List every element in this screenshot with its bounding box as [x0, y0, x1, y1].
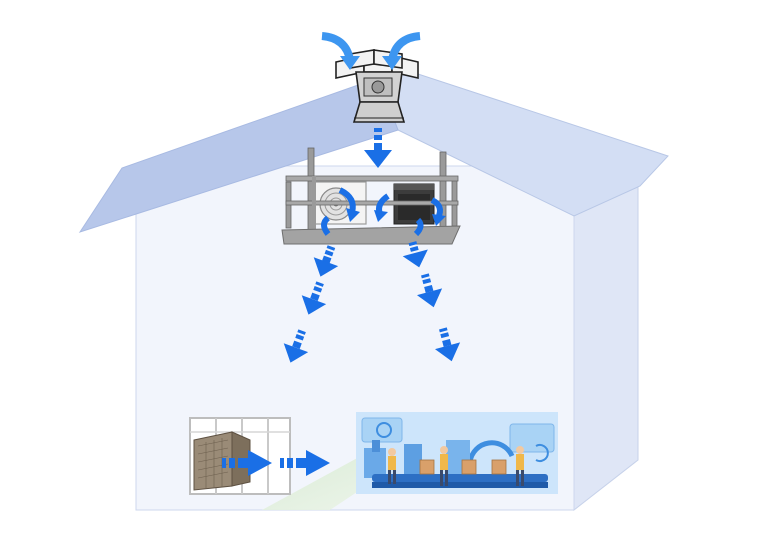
factory-scene: [356, 412, 558, 494]
evaporative-cooler-icon: [189, 417, 291, 495]
flow-arrow-down-main: [364, 128, 392, 168]
flow-arrow-left-1: [313, 245, 339, 277]
flow-arrow-horizontal-1: [222, 450, 272, 476]
factory-worker-icon: [516, 446, 524, 486]
factory-worker-icon: [388, 448, 396, 484]
intake-arrow-right: [382, 32, 421, 70]
flow-arrow-right-3: [434, 327, 461, 362]
flow-arrow-left-3: [283, 329, 309, 363]
flow-arrow-left-2: [301, 281, 327, 315]
intake-arrow-left: [321, 32, 360, 70]
flow-arrow-horizontal-2: [280, 450, 330, 476]
factory-worker-icon: [440, 446, 448, 486]
